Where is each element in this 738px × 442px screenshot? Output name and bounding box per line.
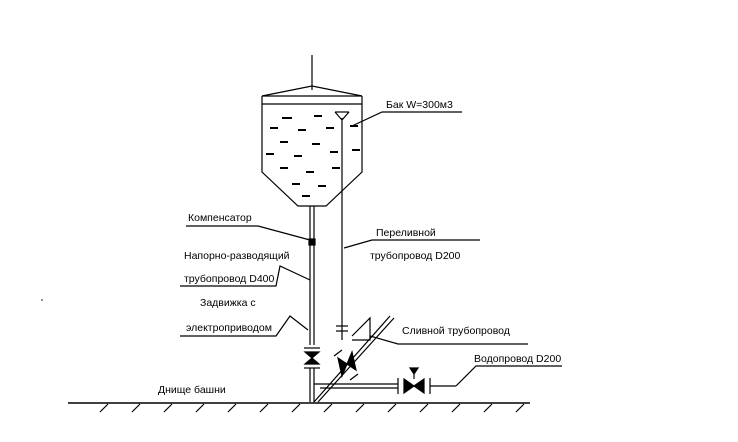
ground-hatching <box>99 403 525 413</box>
overflow-funnel <box>334 111 350 121</box>
drain-valve-flange-a <box>333 349 343 357</box>
label-water-main: Водопровод D200 <box>474 353 562 365</box>
tank-roof <box>261 85 363 97</box>
label-compensator: Компенсатор <box>188 212 252 224</box>
label-overflow-1: Переливной <box>376 227 436 239</box>
tank-water-dashes <box>266 115 360 197</box>
label-tank: Бак W=300м3 <box>386 99 453 111</box>
drain-bracket <box>351 316 371 341</box>
leader-gate-valve <box>180 315 309 337</box>
label-gate-valve-1: Задвижка с <box>200 297 256 309</box>
gate-valve-body <box>303 351 321 365</box>
leader-drain <box>369 335 528 345</box>
leader-pressure-pipe <box>180 265 311 287</box>
leader-compensator <box>186 225 311 241</box>
label-pressure-pipe-2: трубопровод D400 <box>184 273 275 285</box>
drain-pipe-upper-b <box>317 317 395 403</box>
tank-body <box>261 96 363 207</box>
leader-overflow <box>343 239 480 249</box>
speck <box>41 299 43 301</box>
label-drain: Сливной трубопровод <box>402 325 510 337</box>
leader-tank <box>351 111 462 127</box>
label-overflow-2: трубопровод D200 <box>370 250 461 262</box>
compensator <box>308 238 316 246</box>
label-gate-valve-2: электроприводом <box>186 322 272 334</box>
water-main-valve <box>403 377 425 395</box>
water-main-valve-wheel <box>408 367 420 376</box>
drain-valve-body <box>337 350 357 378</box>
label-pressure-pipe-1: Напорно-разводящий <box>184 250 290 262</box>
drain-valve-flange-b <box>349 373 359 381</box>
label-tower-bottom: Днище башни <box>158 384 226 396</box>
leader-water-main <box>455 365 562 387</box>
